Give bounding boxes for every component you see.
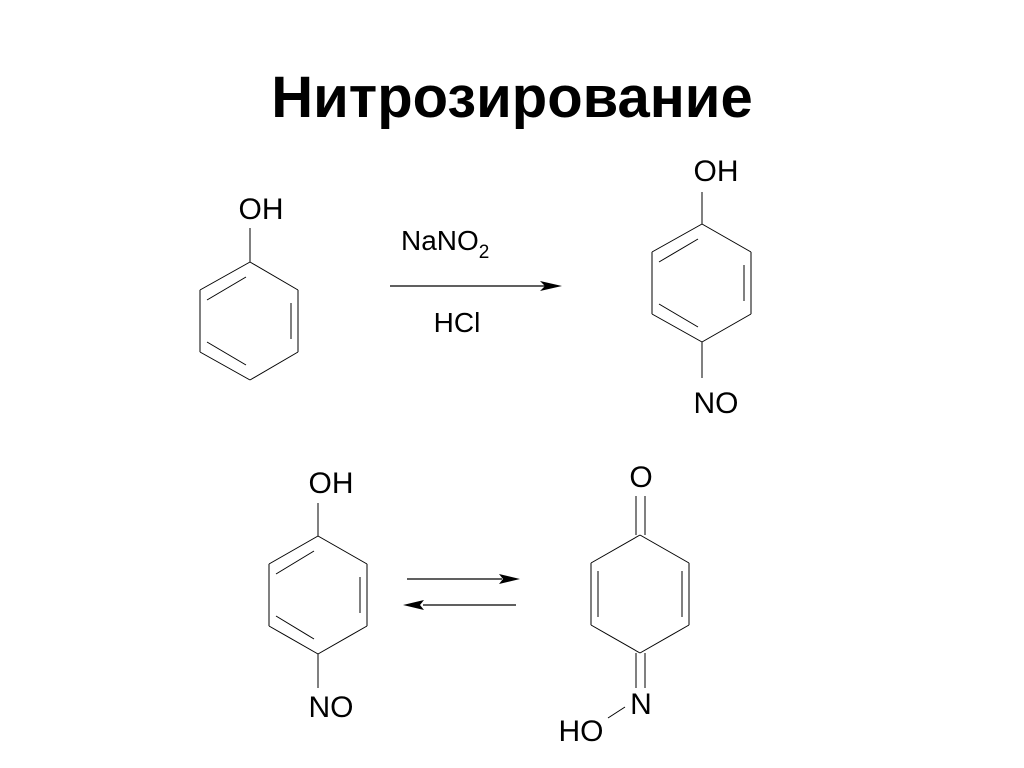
reagent-nano2-main: NaNO — [401, 225, 479, 256]
reagent-hcl: HCl — [434, 307, 481, 338]
n-o-bond — [607, 706, 626, 719]
phenol-oh-label: OH — [239, 193, 284, 226]
phenol-benzene-ring — [199, 261, 299, 381]
tautomer-left-oh-label: OH — [309, 467, 354, 500]
quinoid-ring — [590, 534, 690, 654]
tautomer-nitrosophenol: OH NO — [268, 467, 368, 724]
equilibrium-arrows — [403, 574, 520, 610]
reaction-conditions: NaNO2 HCl — [390, 225, 562, 338]
equilibrium-backward-head — [403, 600, 424, 610]
equilibrium-forward-head — [499, 574, 520, 584]
phenol-molecule: OH — [199, 193, 299, 381]
product-oh-label: OH — [694, 155, 739, 188]
tautomer-right-ho-label: HO — [559, 715, 604, 748]
reagent-nano2: NaNO2 — [401, 225, 489, 263]
tautomer-left-benzene-ring — [268, 535, 368, 655]
tautomer-right-o-label: O — [629, 461, 652, 494]
reaction-arrow-head — [540, 281, 562, 291]
tautomer-right-n-label: N — [630, 688, 652, 721]
product-benzene-ring — [651, 223, 752, 343]
nitrosophenol-product: OH NO — [651, 155, 752, 420]
product-no-label: NO — [694, 387, 739, 420]
tautomer-quinone-oxime: O N HO — [559, 461, 690, 748]
tautomer-left-no-label: NO — [309, 691, 354, 724]
reagent-nano2-subscript: 2 — [479, 242, 490, 263]
slide-title: Нитрозирование — [271, 65, 753, 130]
